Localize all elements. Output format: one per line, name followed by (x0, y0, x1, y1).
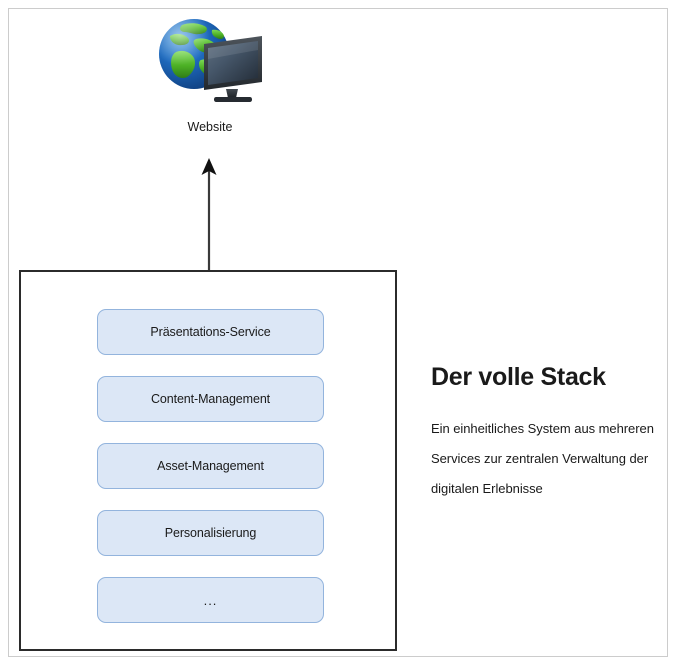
service-list: Präsentations-Service Content-Management… (97, 309, 324, 623)
copy-body: Ein einheitliches System aus mehreren Se… (431, 421, 654, 496)
service-box[interactable]: Content-Management (97, 376, 324, 422)
service-box[interactable]: Präsentations-Service (97, 309, 324, 355)
copy-heading: Der volle Stack (431, 363, 606, 391)
stack-container: Präsentations-Service Content-Management… (19, 270, 397, 651)
service-box[interactable]: ... (97, 577, 324, 623)
up-arrow-icon (201, 158, 217, 280)
service-label: Content-Management (150, 392, 271, 406)
service-box[interactable]: Personalisierung (97, 510, 324, 556)
copy-block: Der volle Stack Ein einheitliches System… (431, 362, 663, 504)
website-label: Website (187, 120, 233, 134)
service-label: Personalisierung (164, 526, 257, 540)
service-label: ... (203, 592, 218, 608)
service-box[interactable]: Asset-Management (97, 443, 324, 489)
service-label: Asset-Management (157, 459, 264, 473)
service-label: Präsentations-Service (150, 325, 271, 339)
website-node: Website (152, 12, 268, 134)
globe-monitor-icon (159, 19, 262, 102)
